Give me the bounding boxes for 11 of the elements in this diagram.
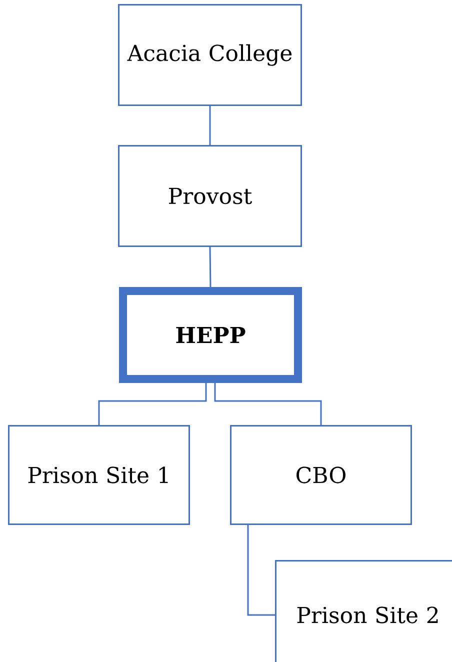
org-box: Provost [118, 145, 302, 247]
org-box: Prison Site 1 [8, 425, 190, 525]
connector-line [98, 383, 207, 425]
org-box: Prison Site 2 [275, 560, 452, 662]
org-box: CBO [230, 425, 412, 525]
highlighted-org-box: HEPP [119, 287, 302, 383]
org-box: Acacia College [118, 4, 302, 106]
connector-line [214, 383, 322, 425]
connector-line [247, 525, 275, 616]
connector-line [209, 106, 211, 145]
connector-line [209, 247, 212, 288]
